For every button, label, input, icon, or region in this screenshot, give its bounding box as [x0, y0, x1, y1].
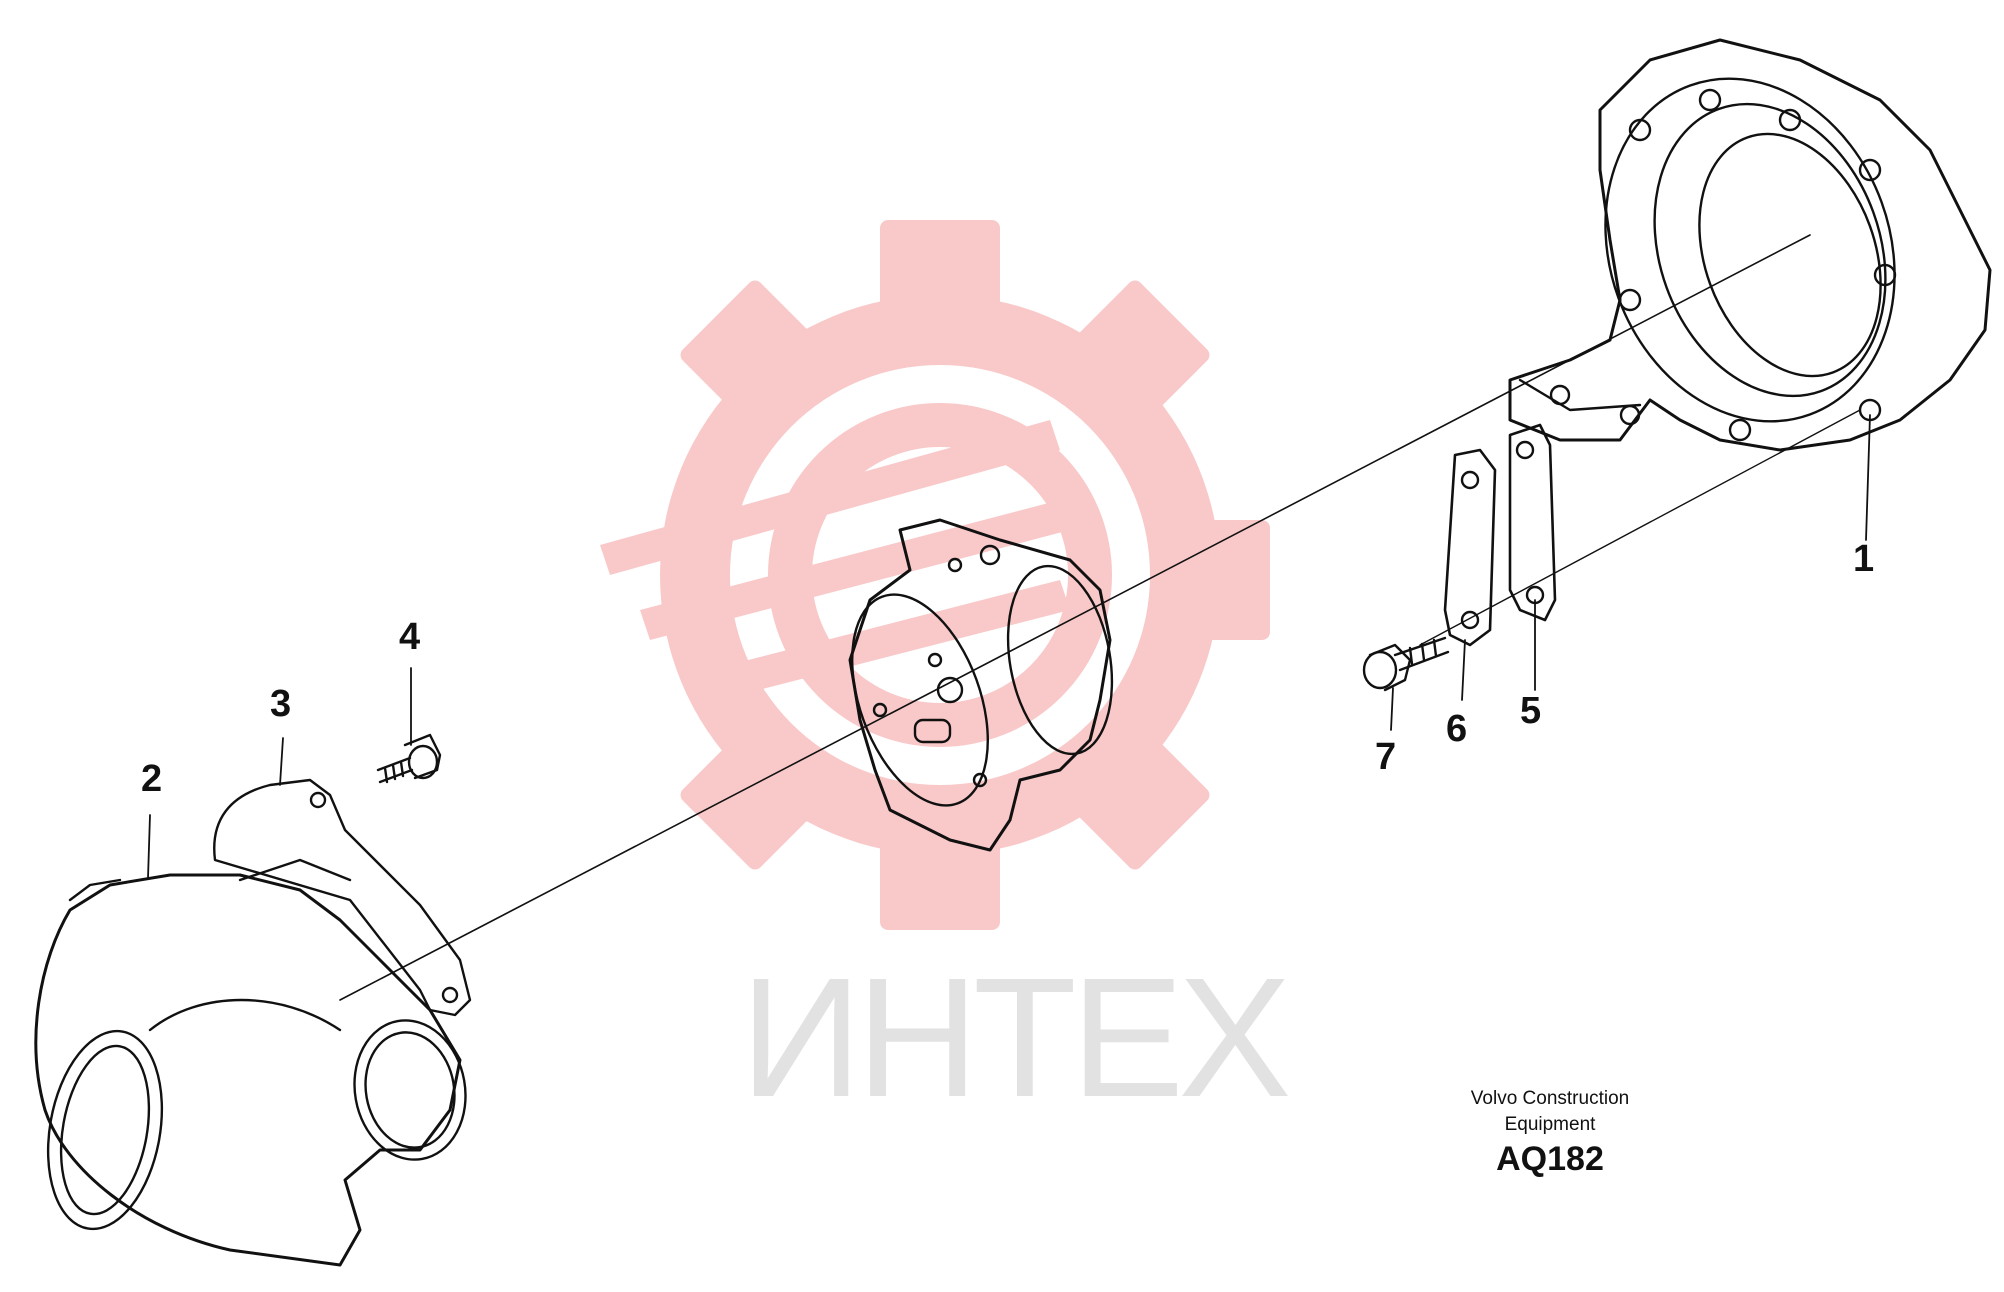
- callout-4: 4: [399, 616, 421, 658]
- callout-2: 2: [141, 758, 163, 800]
- leader-line-6: [1461, 639, 1466, 701]
- part-2-turbo-housing: [34, 858, 467, 1267]
- leader-line-3: [279, 737, 284, 786]
- callout-6: 6: [1446, 708, 1468, 750]
- caption-manufacturer-line2: Equipment: [1504, 1114, 1596, 1135]
- callout-3: 3: [270, 683, 292, 725]
- caption-drawing-code: AQ182: [1496, 1140, 1604, 1178]
- bolt-axis-line: [1419, 409, 1861, 646]
- part-5-bracket: [1508, 423, 1557, 622]
- callout-5: 5: [1520, 690, 1542, 732]
- gear-speed-stripes: [600, 420, 1070, 705]
- part-1-housing: [1508, 38, 1992, 452]
- watermark-text: ИНТЕХ: [740, 943, 1292, 1133]
- center-connector-part: [848, 518, 1114, 852]
- part-4-bolt: [376, 733, 442, 784]
- part-7-bolt: [1362, 636, 1450, 692]
- drawing-caption: Volvo Construction Equipment AQ182: [1400, 1086, 1700, 1179]
- callout-7: 7: [1375, 736, 1397, 778]
- leader-line-7: [1390, 687, 1394, 731]
- part-6-bracket: [1443, 448, 1497, 647]
- part-3-gasket: [213, 778, 472, 1017]
- caption-manufacturer-line1: Volvo Construction: [1470, 1088, 1630, 1109]
- callout-1: 1: [1853, 538, 1875, 580]
- leader-line-1: [1865, 414, 1871, 541]
- leader-line-2: [147, 814, 151, 879]
